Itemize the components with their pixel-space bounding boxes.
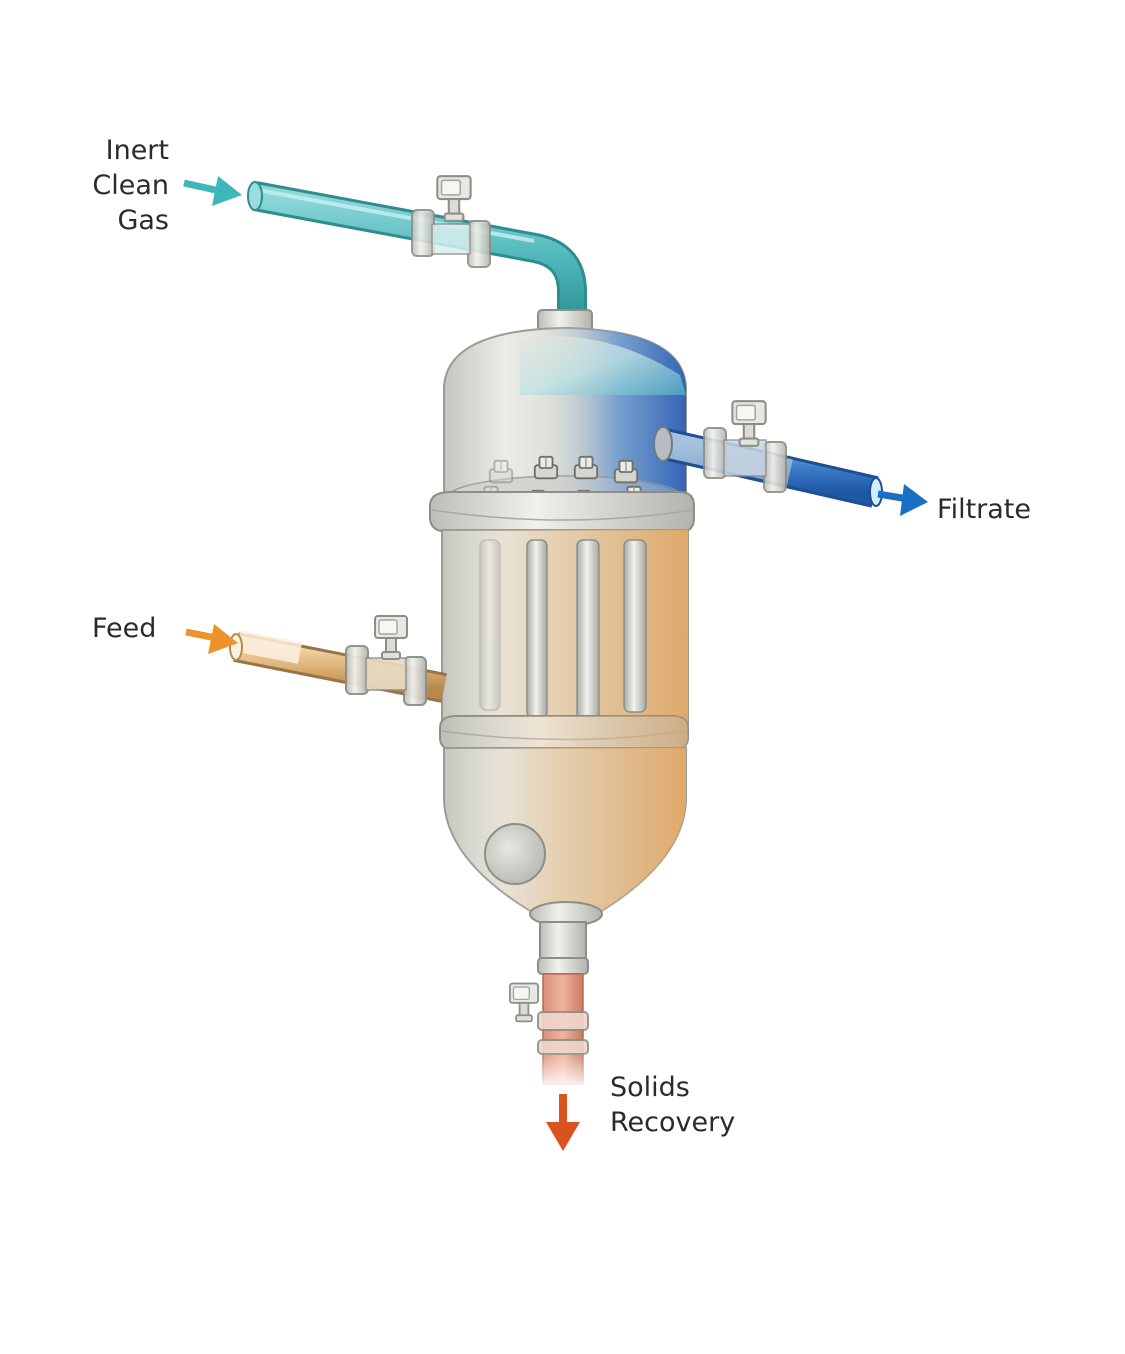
gas-arrow-icon [183, 176, 242, 206]
vessel-top-section [443, 309, 687, 521]
label-line: Gas [117, 205, 169, 236]
inert-clean-gas-label: Inert Clean Gas [92, 133, 169, 238]
filter-candle-icon [576, 539, 600, 721]
feed-valve-icon[interactable] [374, 615, 408, 660]
solids-valve-icon[interactable] [508, 982, 540, 1023]
vessel-cone-section [443, 747, 687, 927]
filter-candle-icon [479, 539, 501, 711]
label-line: Solids [610, 1072, 690, 1103]
label-line: Recovery [610, 1107, 736, 1138]
filtrate-arrow-icon [877, 484, 928, 516]
solids-arrow-icon [546, 1094, 580, 1151]
feed-inlet-pipe [229, 630, 447, 706]
label-line: Feed [92, 613, 157, 644]
feed-label: Feed [92, 611, 156, 646]
manway-port [484, 823, 546, 885]
lower-flange-ring [439, 715, 689, 751]
feed-arrow-icon [185, 624, 238, 654]
solids-outlet-pipe [537, 921, 589, 1090]
filter-candle-icon [526, 539, 548, 719]
gas-valve-icon[interactable] [436, 175, 472, 222]
gas-inlet-pipe [247, 181, 587, 318]
filter-candle-icon [623, 539, 647, 713]
filtrate-label: Filtrate [937, 492, 1031, 527]
label-line: Inert [105, 135, 169, 166]
label-line: Clean [92, 170, 169, 201]
label-line: Filtrate [937, 494, 1031, 525]
solids-recovery-label: Solids Recovery [610, 1070, 735, 1140]
upper-flange-ring [429, 491, 695, 533]
vessel-filter-section [441, 529, 689, 727]
filtrate-valve-icon[interactable] [731, 400, 767, 447]
filtrate-outlet-pipe [653, 426, 883, 508]
